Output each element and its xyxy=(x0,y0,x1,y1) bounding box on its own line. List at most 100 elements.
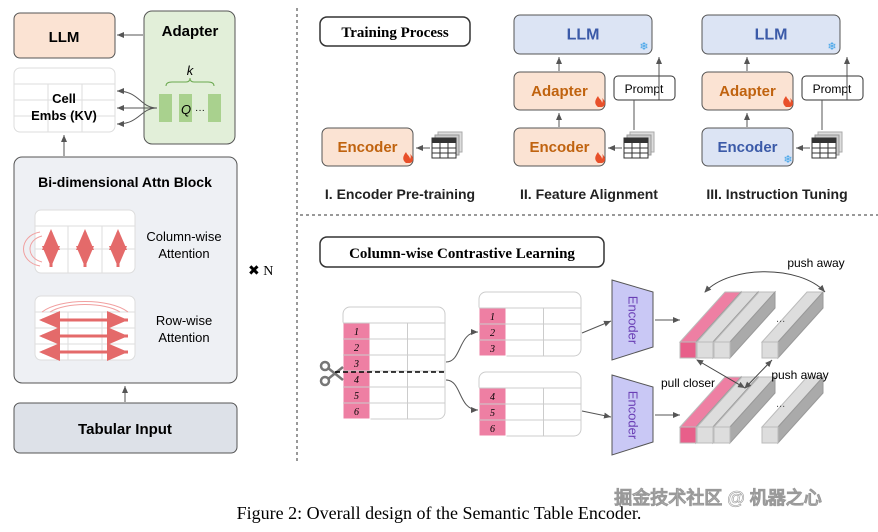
prompt-box: Prompt xyxy=(801,75,864,101)
row-number: 4 xyxy=(490,392,495,403)
prompt-label: Prompt xyxy=(625,82,664,96)
kv-query-arrows xyxy=(116,88,158,127)
to-encoder-arrow xyxy=(581,320,612,334)
q-ellipsis: ··· xyxy=(195,105,205,116)
snowflake-icon: ❄ xyxy=(639,41,648,53)
row-number: 3 xyxy=(353,359,359,370)
data-table: 1 2 3 4 5 6 xyxy=(342,306,446,420)
row-number: 2 xyxy=(354,343,359,354)
ellipsis: ... xyxy=(776,398,785,410)
row-wise-label: Attention xyxy=(158,330,209,345)
adapter-box: Adapter xyxy=(701,71,794,111)
query-token xyxy=(208,94,221,122)
stage-label: III. Instruction Tuning xyxy=(706,186,847,202)
prompt-label: Prompt xyxy=(813,82,852,96)
llm-box-label: LLM xyxy=(755,27,788,44)
llm-box: LLM xyxy=(513,14,653,55)
embedding-bar xyxy=(760,375,825,445)
tabular-input-box: Tabular Input xyxy=(13,402,238,454)
encoder-box: Encoder xyxy=(321,127,414,167)
adapter-label: Adapter xyxy=(162,23,219,40)
encoder-box-label: Encoder xyxy=(717,139,777,156)
adapter-box: Adapter xyxy=(513,71,606,111)
encoder-label: Encoder xyxy=(626,391,641,440)
training-stage: Encoder I. Encoder Pre-training xyxy=(321,127,475,202)
prompt-box: Prompt xyxy=(613,75,676,101)
column-attention-table xyxy=(23,209,136,274)
row-wise-label: Row-wise xyxy=(156,313,212,328)
adapter-box-label: Adapter xyxy=(719,83,776,100)
row-number: 2 xyxy=(490,328,495,339)
split-arrow-top xyxy=(445,329,479,363)
training-process-title: Training Process xyxy=(319,16,471,47)
contrastive-encoder-top: Encoder xyxy=(611,279,654,361)
llm-label: LLM xyxy=(49,29,80,46)
q-label: Q xyxy=(181,102,191,117)
fire-icon xyxy=(595,152,605,163)
push-away-arc xyxy=(704,271,826,293)
row-number: 6 xyxy=(354,407,359,418)
row-number: 5 xyxy=(354,391,359,402)
pull-closer-label: pull closer xyxy=(661,376,715,390)
pull-closer-arrow xyxy=(696,359,746,389)
k-brace xyxy=(165,77,215,87)
data-table: 1 2 3 xyxy=(478,291,582,357)
llm-box: LLM xyxy=(13,12,116,59)
stage-label: I. Encoder Pre-training xyxy=(325,186,475,202)
row-number: 3 xyxy=(489,344,495,355)
training-title-text: Training Process xyxy=(341,25,449,41)
watermark: 掘金技术社区 @ 机器之心 xyxy=(614,487,822,508)
encoder-box-label: Encoder xyxy=(337,139,397,156)
contrastive-encoder-bottom: Encoder xyxy=(611,374,654,456)
column-wise-label: Column-wise xyxy=(146,229,221,244)
query-token xyxy=(159,94,172,122)
attn-block: Bi-dimensional Attn Block Column-wise At… xyxy=(13,156,238,384)
attn-block-title: Bi-dimensional Attn Block xyxy=(38,174,212,190)
cell-embs-label: Cell xyxy=(52,91,76,106)
repeat-n-label: ✖ N xyxy=(248,264,273,279)
row-number: 4 xyxy=(354,375,359,386)
k-label: k xyxy=(187,63,195,78)
embedding-bar xyxy=(712,375,777,445)
llm-box-label: LLM xyxy=(567,27,600,44)
snowflake-icon: ❄ xyxy=(783,154,792,166)
tabular-input-label: Tabular Input xyxy=(78,421,172,438)
to-encoder-arrow xyxy=(581,410,612,419)
row-number: 5 xyxy=(490,408,495,419)
adapter-box: Adapter k Q ··· xyxy=(143,10,236,145)
cell-embs-label: Embs (KV) xyxy=(31,108,97,123)
table-icon xyxy=(811,131,843,159)
contrastive-title-text: Column-wise Contrastive Learning xyxy=(349,246,575,262)
row-number: 1 xyxy=(354,327,359,338)
row-number: 6 xyxy=(490,424,495,435)
contrastive-tables: 1 2 3 4 5 6 1 2 3 4 5 6 xyxy=(342,291,582,437)
column-wise-label: Attention xyxy=(158,246,209,261)
training-stages: Encoder I. Encoder Pre-training Encoder LLM… xyxy=(321,14,864,202)
push-away-label: push away xyxy=(787,256,844,270)
llm-box: LLM xyxy=(701,14,841,55)
encoder-box: Encoder xyxy=(513,127,606,167)
table-icon xyxy=(623,131,655,159)
fire-icon xyxy=(783,96,793,107)
row-attention-table xyxy=(34,295,136,361)
encoder-box-label: Encoder xyxy=(529,139,589,156)
snowflake-icon: ❄ xyxy=(827,41,836,53)
split-arrow-bottom xyxy=(445,379,479,413)
stage-label: II. Feature Alignment xyxy=(520,186,658,202)
row-number: 1 xyxy=(490,312,495,323)
query-token xyxy=(179,94,192,122)
adapter-box-label: Adapter xyxy=(531,83,588,100)
push-away-label: push away xyxy=(771,368,828,382)
embedding-bar xyxy=(760,290,825,360)
table-icon xyxy=(431,131,463,159)
fire-icon xyxy=(403,152,413,163)
push-away-arrow xyxy=(744,359,773,389)
encoder-box: Encoder xyxy=(701,127,794,167)
figure-caption: Figure 2: Overall design of the Semantic… xyxy=(237,503,642,523)
contrastive-title: Column-wise Contrastive Learning xyxy=(319,236,605,268)
cell-embs-table: Cell Embs (KV) xyxy=(13,67,116,133)
